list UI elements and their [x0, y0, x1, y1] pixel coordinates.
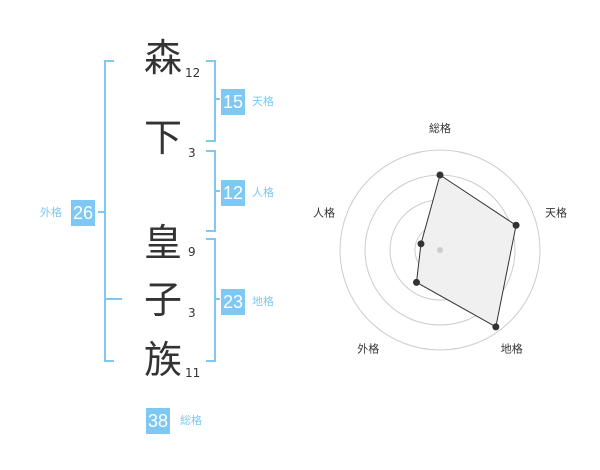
- tenkaku-badge: 15: [221, 89, 246, 115]
- radar-point-1: [436, 171, 444, 179]
- jinkaku-label: 人格: [252, 186, 274, 199]
- radar-ring-4: [339, 149, 541, 351]
- chikaku-bracket: [206, 238, 216, 362]
- radar-shape: [415, 174, 517, 328]
- radar-axis-label-3: 地格: [501, 342, 523, 356]
- name-char-1: 森: [143, 36, 182, 80]
- name-char-4: 子: [143, 278, 182, 322]
- jinkaku-bracket-tick: [214, 190, 220, 192]
- chikaku-label: 地格: [252, 295, 274, 308]
- gaikaku-bracket: [104, 60, 114, 362]
- radar-axis-label-5: 人格: [313, 205, 335, 219]
- radar-axis-label-2: 天格: [545, 205, 567, 219]
- gaikaku-bracket-split: [104, 298, 122, 300]
- radar-point-5: [417, 240, 425, 248]
- name-char-3: 皇: [143, 221, 182, 265]
- chikaku-bracket-tick: [214, 298, 220, 300]
- stroke-count-3: 9: [188, 245, 196, 259]
- tenkaku-label: 天格: [252, 95, 274, 108]
- radar-center-dot: [437, 247, 443, 253]
- radar-point-4: [412, 278, 420, 286]
- jinkaku-badge: 12: [221, 180, 246, 206]
- soukaku-label: 総格: [180, 414, 202, 427]
- tenkaku-bracket: [206, 60, 216, 142]
- stroke-count-2: 3: [188, 146, 196, 160]
- name-char-2: 下: [143, 116, 182, 160]
- stroke-count-4: 3: [188, 306, 196, 320]
- name-char-5: 族: [143, 338, 182, 382]
- soukaku-badge: 38: [146, 408, 171, 434]
- stroke-count-1: 12: [185, 66, 201, 80]
- radar-axis-label-1: 総格: [429, 121, 451, 135]
- radar-point-3: [492, 323, 500, 331]
- gaikaku-label: 外格: [40, 206, 62, 219]
- gaikaku-bracket-tick: [98, 211, 104, 213]
- chikaku-badge: 23: [221, 289, 246, 315]
- radar-axis-label-4: 外格: [357, 342, 379, 356]
- gaikaku-badge: 26: [71, 200, 96, 226]
- tenkaku-bracket-tick: [214, 98, 220, 100]
- stroke-count-5: 11: [185, 366, 201, 380]
- radar-points: [412, 171, 520, 331]
- radar-point-2: [512, 221, 520, 229]
